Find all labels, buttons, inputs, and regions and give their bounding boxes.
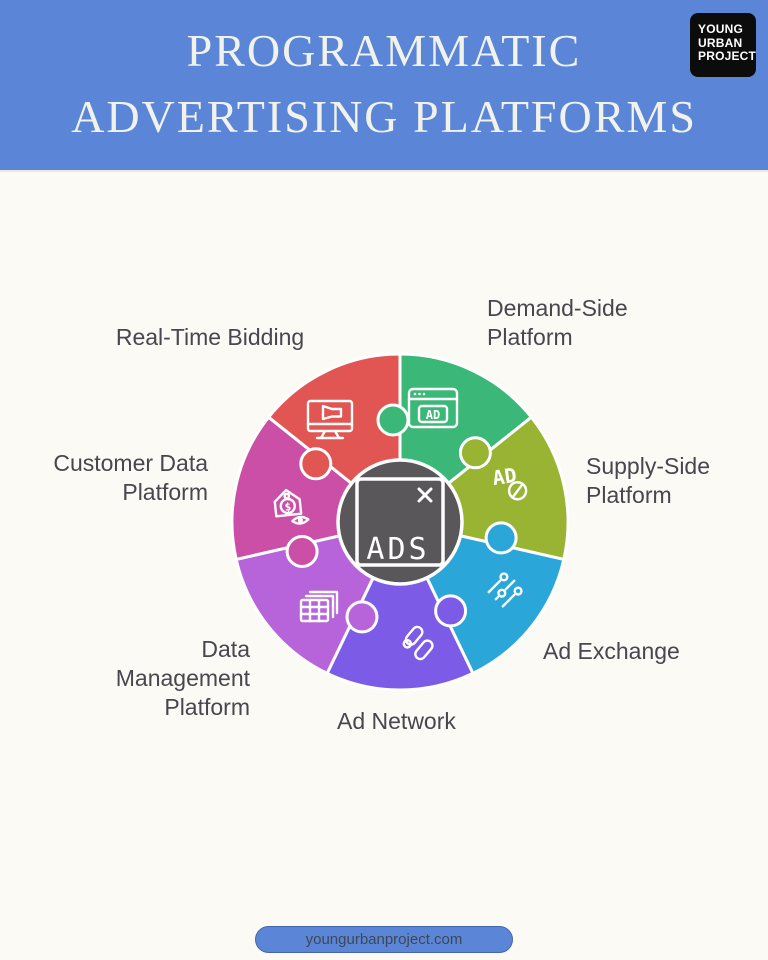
icon-ad-text: AD [426, 408, 440, 422]
label-line: Management [115, 665, 250, 691]
price-tag-eye-icon: $ [273, 488, 310, 525]
label-ad-network: Ad Network [337, 708, 456, 734]
puzzle-tab [484, 521, 518, 555]
puzzle-wheel-diagram: AD AD [230, 352, 570, 692]
label-supply-side-platform: Supply-Side Platform [586, 452, 710, 510]
ad-blocked-icon: AD [491, 463, 528, 501]
label-data-management-platform: Data Management Platform [60, 635, 250, 722]
monitor-megaphone-icon [306, 399, 354, 440]
label-ad-exchange: Ad Exchange [543, 638, 680, 664]
stacked-tables-icon [299, 590, 339, 623]
logo-line: PROJECT [698, 49, 757, 63]
label-line: Platform [487, 324, 573, 350]
label-line: Platform [122, 479, 208, 505]
puzzle-tab [299, 447, 333, 481]
icon-ad-text: AD [491, 463, 518, 490]
label-customer-data-platform: Customer Data Platform [28, 449, 208, 507]
puzzle-tab [285, 535, 319, 568]
icon-dollar-text: $ [284, 500, 292, 514]
label-line: Platform [164, 694, 250, 720]
label-line: Customer Data [53, 450, 208, 476]
close-icon [417, 487, 433, 503]
puzzle-tab [458, 436, 492, 470]
puzzle-tab [434, 594, 468, 628]
logo-line: URBAN [698, 35, 743, 50]
center-hub: ADS [336, 458, 464, 586]
ad-window-close-icon [355, 477, 445, 567]
label-real-time-bidding: Real-Time Bidding [115, 324, 305, 350]
header-banner: PROGRAMMATIC ADVERTISING PLATFORMS YOUNG… [0, 0, 768, 170]
label-line: Platform [586, 482, 672, 508]
sliders-icon [487, 572, 523, 608]
puzzle-tab [345, 600, 379, 634]
segment-ad-network [325, 520, 475, 692]
website-link[interactable]: youngurbanproject.com [255, 926, 513, 953]
logo-line: YOUNG [698, 22, 744, 36]
puzzle-tab [376, 403, 410, 437]
pills-icon [402, 625, 434, 661]
browser-ad-icon: AD [407, 387, 459, 429]
page-title-line1: PROGRAMMATIC [186, 25, 582, 76]
label-line: Supply-Side [586, 453, 711, 479]
center-ads-label: ADS [366, 532, 429, 567]
page-title-line2: ADVERTISING PLATFORMS [71, 91, 697, 142]
label-line: Data [201, 636, 250, 662]
label-demand-side-platform: Demand-Side Platform [487, 294, 628, 352]
label-line: Demand-Side [487, 295, 628, 321]
young-urban-project-logo: YOUNG URBAN PROJECT [690, 13, 756, 77]
